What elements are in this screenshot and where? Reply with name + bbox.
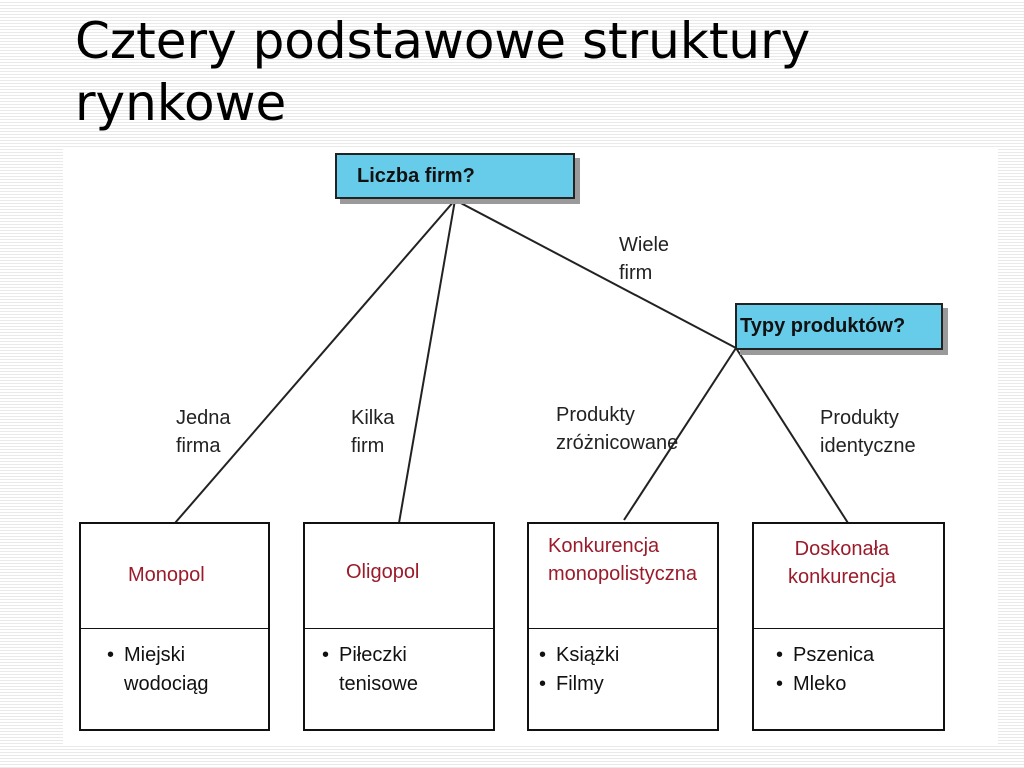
- edge-label-differentiated: Produkty zróżnicowane: [556, 404, 679, 454]
- question-product-types-label: Typy produktów?: [740, 315, 906, 337]
- question-product-types: Typy produktów?: [735, 303, 943, 350]
- market-box-perfect-competition: Doskonała konkurencja Pszenica Mleko: [752, 522, 945, 731]
- market-name-perfect-competition: Doskonała konkurencja: [788, 538, 896, 588]
- question-number-of-firms-label: Liczba firm?: [357, 164, 475, 187]
- edge-label-one-firm: Jedna firma: [176, 407, 231, 457]
- market-name-oligopoly: Oligopol: [346, 561, 420, 583]
- edge-label-identical: Produkty identyczne: [820, 407, 916, 457]
- market-box-perfect-competition-header: Doskonała konkurencja: [754, 524, 943, 629]
- market-structure-diagram: Liczba firm? Typy produktów? Jedna firma…: [63, 147, 998, 745]
- market-box-oligopoly-header: Oligopol: [305, 524, 493, 629]
- slide-title: Cztery podstawowe struktury rynkowe: [75, 12, 811, 132]
- edge-label-few-firms: Kilka firm: [351, 407, 395, 457]
- example-item: Piłeczki tenisowe: [322, 641, 418, 699]
- example-item: Książki: [539, 641, 619, 670]
- example-item: Pszenica: [776, 641, 874, 670]
- market-box-oligopoly: Oligopol Piłeczki tenisowe: [303, 522, 495, 731]
- market-name-monopoly: Monopol: [128, 564, 205, 586]
- market-box-monopolistic-competition: Konkurencja monopolistyczna Książki Film…: [527, 522, 719, 731]
- market-name-monopolistic-competition: Konkurencja monopolistyczna: [548, 535, 697, 585]
- edge-label-many-firms: Wiele firm: [619, 234, 670, 284]
- examples-list-monopoly: Miejski wodociąg: [107, 641, 209, 699]
- connector-one-firm: [174, 199, 456, 524]
- connector-few-firms: [398, 199, 456, 524]
- example-item: Filmy: [539, 670, 619, 699]
- examples-list-oligopoly: Piłeczki tenisowe: [322, 641, 418, 699]
- connector-identical: [735, 347, 849, 524]
- market-box-monopolistic-competition-header: Konkurencja monopolistyczna: [529, 524, 717, 629]
- question-number-of-firms: Liczba firm?: [335, 153, 575, 199]
- example-item: Miejski wodociąg: [107, 641, 209, 699]
- connector-lines: [174, 199, 849, 524]
- examples-list-perfect-competition: Pszenica Mleko: [776, 641, 874, 699]
- connector-differentiated: [623, 347, 737, 521]
- example-item: Mleko: [776, 670, 874, 699]
- market-box-monopoly: Monopol Miejski wodociąg: [79, 522, 270, 731]
- examples-list-monopolistic-competition: Książki Filmy: [539, 641, 619, 699]
- market-box-monopoly-header: Monopol: [81, 524, 268, 629]
- connector-many-firms: [454, 199, 737, 349]
